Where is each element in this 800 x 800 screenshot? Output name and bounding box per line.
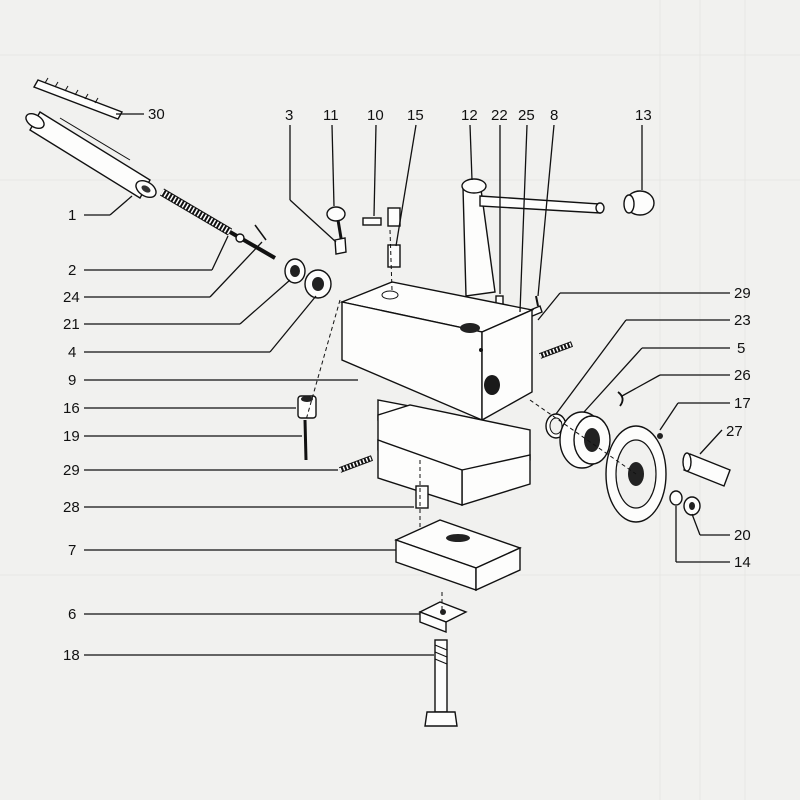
label-4: 4 <box>68 344 76 361</box>
clamp-plate <box>418 601 468 634</box>
label-2: 2 <box>68 262 76 279</box>
label-19: 19 <box>63 428 80 445</box>
assembly-lines <box>305 229 637 610</box>
pulley-group <box>545 391 624 469</box>
label-21: 21 <box>63 316 80 333</box>
bush-and-screw <box>297 395 317 461</box>
label-22: 22 <box>491 107 508 124</box>
main-block <box>339 281 535 422</box>
spring-right <box>538 341 574 359</box>
small-hardware <box>326 206 401 268</box>
label-16: 16 <box>63 400 80 417</box>
base-block <box>377 399 531 506</box>
scale-strip <box>32 77 124 120</box>
label-7: 7 <box>68 542 76 559</box>
label-15: 15 <box>407 107 424 124</box>
tube-sleeve <box>25 111 157 199</box>
label-29-left: 29 <box>63 462 80 479</box>
label-29-right: 29 <box>734 285 751 302</box>
label-1: 1 <box>68 207 76 224</box>
label-30: 30 <box>148 106 165 123</box>
wheel-nut <box>669 490 701 516</box>
label-14: 14 <box>734 554 751 571</box>
label-3: 3 <box>285 107 293 124</box>
clamp-bolt <box>424 639 458 727</box>
label-5: 5 <box>737 340 745 357</box>
label-27: 27 <box>726 423 743 440</box>
spring-left <box>338 455 374 473</box>
dowel-pin <box>415 485 429 509</box>
handle-lever <box>461 178 605 297</box>
label-23: 23 <box>734 312 751 329</box>
label-12: 12 <box>461 107 478 124</box>
label-6: 6 <box>68 606 76 623</box>
handle-knob <box>623 190 655 216</box>
label-20: 20 <box>734 527 751 544</box>
label-13: 13 <box>635 107 652 124</box>
label-28: 28 <box>63 499 80 516</box>
label-18: 18 <box>63 647 80 664</box>
label-24: 24 <box>63 289 80 306</box>
label-8: 8 <box>550 107 558 124</box>
label-26: 26 <box>734 367 751 384</box>
slide-block <box>394 519 522 592</box>
lead-screw <box>159 188 277 260</box>
callouts: 30 1 2 24 21 4 9 16 19 29 28 7 6 18 3 11 <box>63 106 751 664</box>
label-17: 17 <box>734 395 751 412</box>
knurled-nuts <box>284 258 332 299</box>
label-11: 11 <box>323 107 339 124</box>
wheel-grip <box>682 452 731 487</box>
label-25: 25 <box>518 107 535 124</box>
label-9: 9 <box>68 372 76 389</box>
label-10: 10 <box>367 107 384 124</box>
